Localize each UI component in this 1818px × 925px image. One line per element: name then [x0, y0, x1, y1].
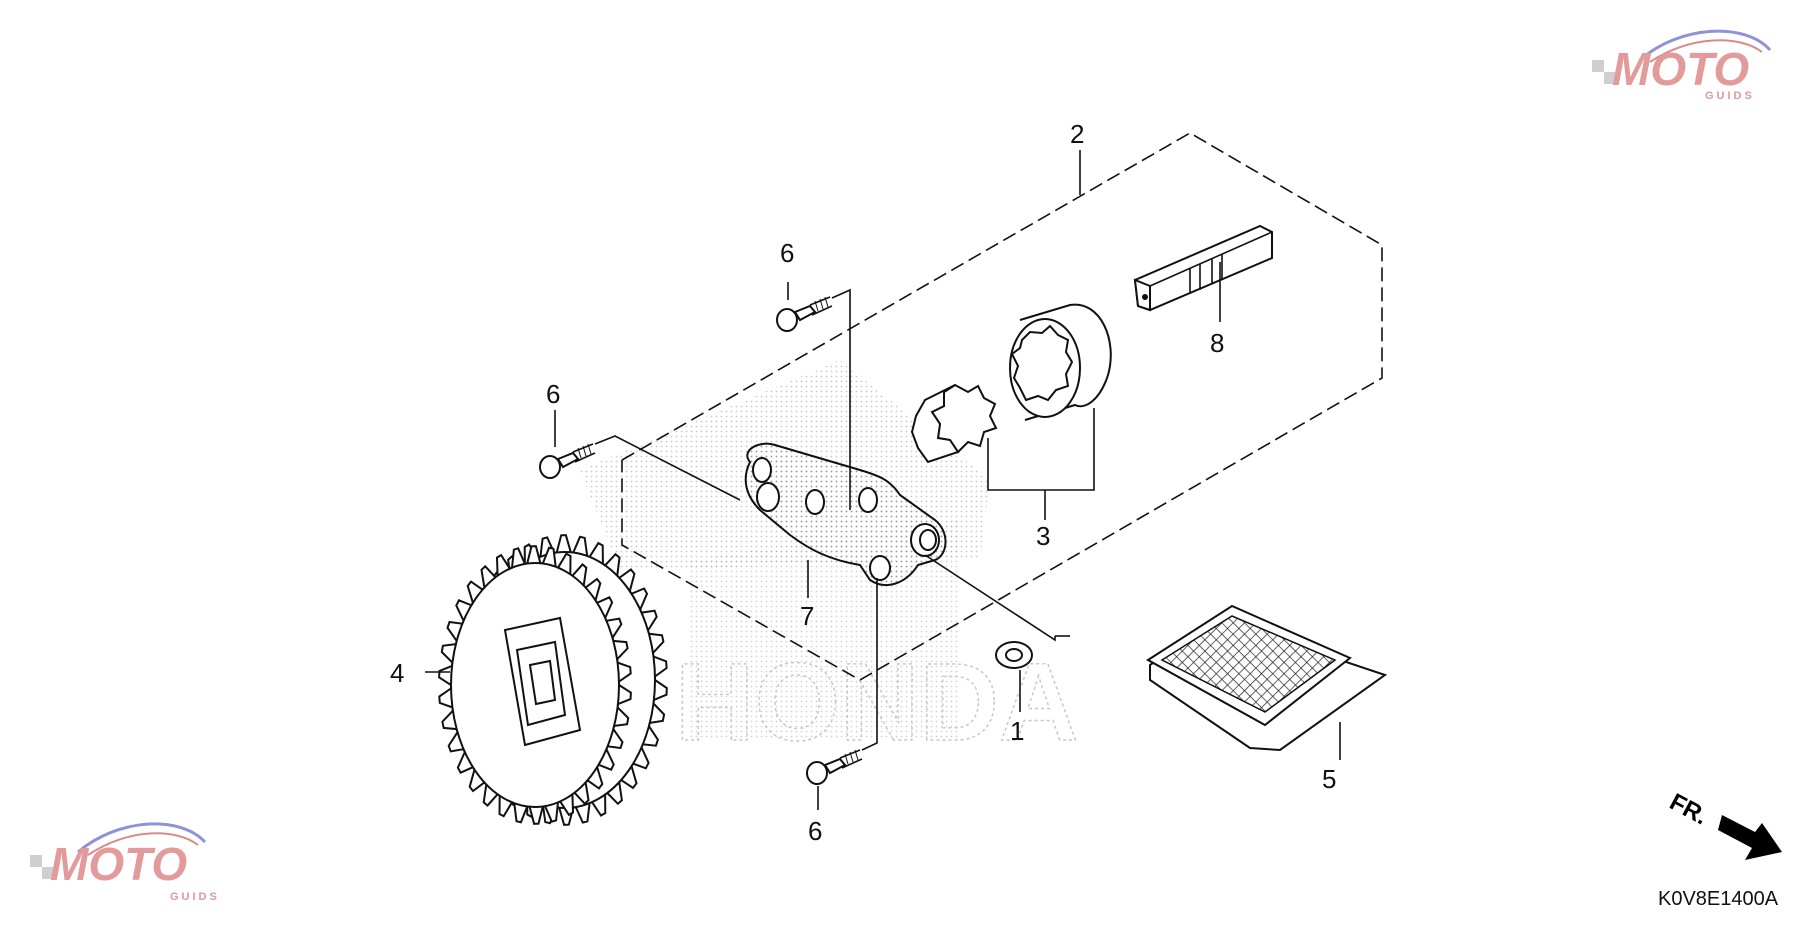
logo-sub-top: GUIDS — [1705, 90, 1755, 102]
callout-6-left: 6 — [546, 379, 560, 409]
logo-sub-bottom: GUIDS — [170, 891, 220, 903]
callout-7: 7 — [800, 601, 814, 631]
leader-lines — [425, 150, 1341, 810]
callout-1: 1 — [1010, 716, 1024, 746]
callout-6-top: 6 — [780, 238, 794, 268]
callout-8: 8 — [1210, 328, 1224, 358]
callout-3: 3 — [1036, 521, 1050, 551]
logo-brand-top: MOTO — [1612, 43, 1749, 95]
collar-1 — [995, 641, 1033, 669]
moto-guids-logo-bottom: MOTO GUIDS — [30, 822, 220, 903]
pump-shaft-8 — [1133, 224, 1273, 312]
driven-gear-4 — [438, 534, 668, 826]
bolt-6-left — [539, 443, 596, 479]
diagram-code: K0V8E1400A — [1658, 888, 1779, 910]
oil-strainer-5 — [1146, 604, 1388, 752]
callout-2: 2 — [1070, 119, 1084, 149]
front-direction-label: FR. — [1665, 788, 1712, 830]
assembly-outline-2 — [621, 132, 1383, 681]
pump-cover-7 — [744, 442, 947, 586]
outer-rotor-3 — [1009, 303, 1112, 421]
inner-rotor-3 — [910, 383, 998, 464]
callout-6-bottom: 6 — [808, 816, 822, 846]
logo-brand-bottom: MOTO — [50, 838, 187, 890]
bolt-6-top — [776, 296, 833, 332]
front-arrow-icon — [1718, 815, 1782, 860]
bolt-6-bottom — [806, 749, 863, 785]
front-direction-indicator: FR. — [1665, 788, 1782, 860]
moto-guids-logo-top: MOTO GUIDS — [1592, 29, 1772, 102]
callout-4: 4 — [390, 658, 404, 688]
callout-5: 5 — [1322, 764, 1336, 794]
